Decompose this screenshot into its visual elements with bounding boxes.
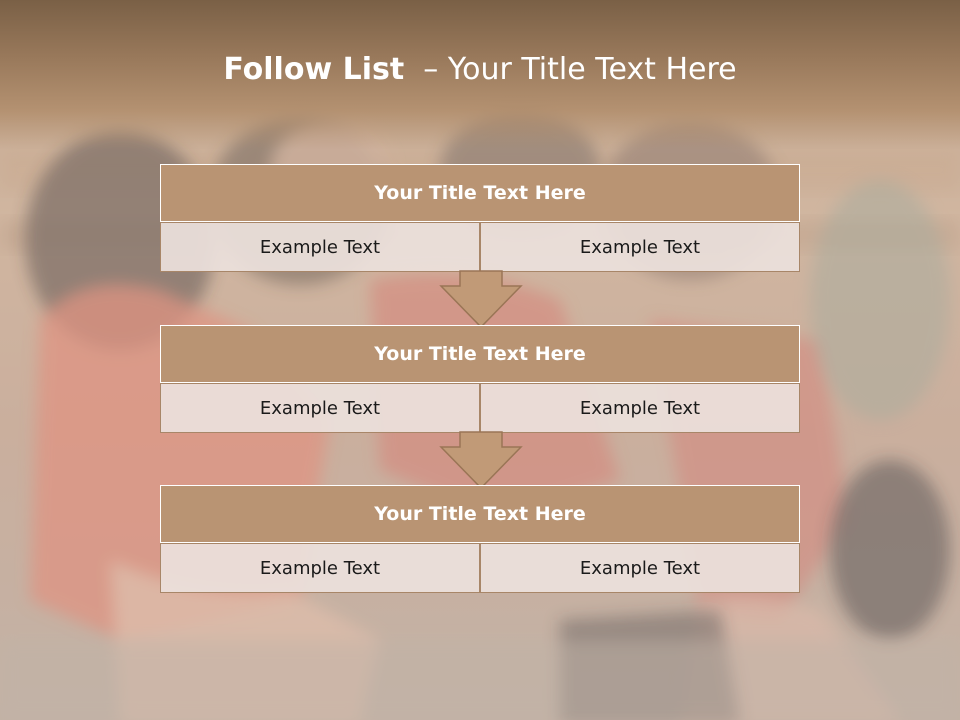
slide-title-bold: Follow List (223, 52, 405, 87)
block-row: Example Text Example Text (160, 383, 800, 433)
block-cell-right: Example Text (480, 383, 800, 433)
block-header: Your Title Text Here (160, 485, 800, 543)
down-arrow-icon (439, 270, 523, 329)
block-row: Example Text Example Text (160, 543, 800, 593)
block-row: Example Text Example Text (160, 222, 800, 272)
down-arrow-icon (439, 431, 523, 490)
block-cell-left: Example Text (160, 543, 480, 593)
title-band (0, 0, 960, 150)
slide-title: Follow List – Your Title Text Here (0, 52, 960, 87)
block-cell-right: Example Text (480, 222, 800, 272)
block-cell-left: Example Text (160, 222, 480, 272)
block-cell-right: Example Text (480, 543, 800, 593)
block-cell-left: Example Text (160, 383, 480, 433)
block-header: Your Title Text Here (160, 164, 800, 222)
block-header: Your Title Text Here (160, 325, 800, 383)
slide-title-rest: – Your Title Text Here (404, 52, 737, 87)
